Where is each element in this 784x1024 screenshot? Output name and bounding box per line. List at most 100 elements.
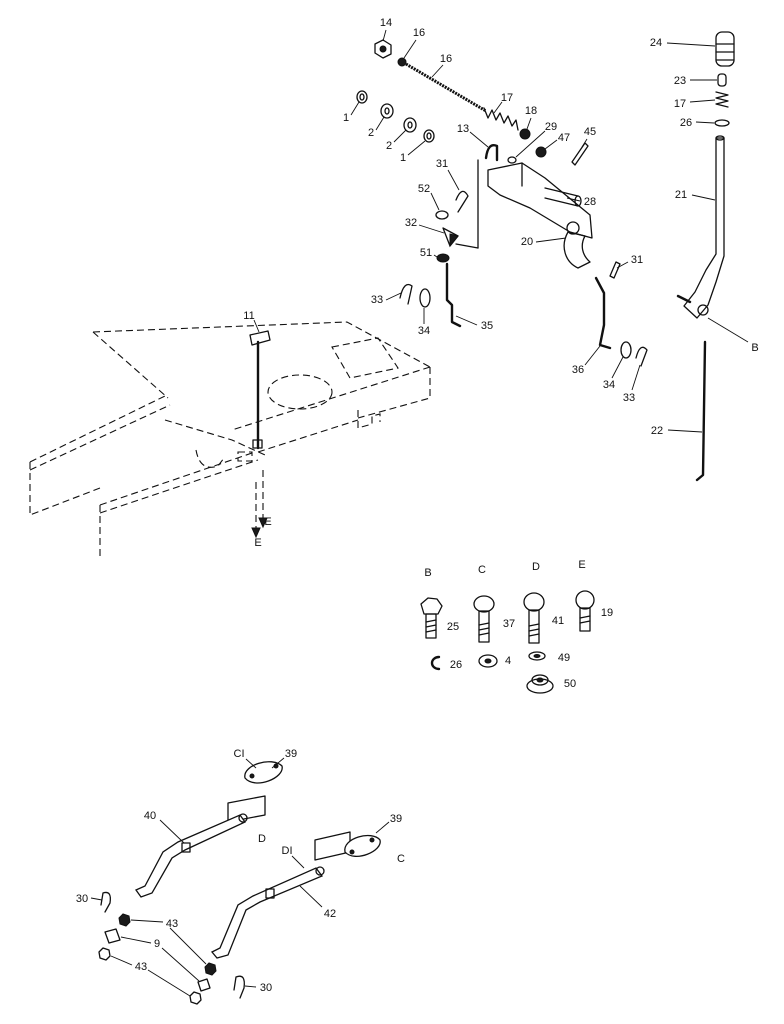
callout-e-1: E	[264, 516, 271, 528]
washer-1a	[356, 90, 368, 104]
lift-arm-42-end	[315, 866, 325, 876]
bolt-25-threads	[425, 619, 437, 633]
leader-1b	[407, 140, 426, 156]
lever-21-stud	[676, 294, 692, 304]
leader-1a	[350, 101, 360, 116]
leader-26-lever	[695, 121, 715, 124]
bolt-37-shank	[478, 610, 490, 643]
washer-2a	[380, 103, 394, 119]
nut-51	[436, 253, 450, 263]
shift-lever-callouts: 24 23 17 26 21 B 22	[650, 37, 759, 437]
frame-rear-rail	[257, 419, 359, 453]
callout-35: 35	[481, 320, 493, 332]
washer-26	[430, 655, 441, 671]
callout-32: 32	[405, 217, 417, 229]
cotter-pin-45	[571, 142, 589, 166]
leader-29	[515, 130, 546, 158]
washer-1b	[423, 129, 435, 143]
leader-31b	[616, 261, 629, 269]
callout-23: 23	[674, 75, 686, 87]
leader-31a	[447, 169, 460, 191]
frame-upper-rail-face	[29, 462, 101, 516]
nut-50-body	[531, 674, 549, 686]
bolt-41-shank	[528, 609, 540, 644]
washer-34-right	[620, 341, 632, 359]
frame-front-top-edge	[231, 366, 431, 431]
callout-19: 19	[601, 607, 613, 619]
spring-17	[483, 107, 519, 131]
leader-42	[299, 885, 323, 908]
washer-1b-hole	[426, 132, 432, 140]
e-arrows	[251, 470, 268, 539]
cone-32-shade	[449, 233, 459, 248]
leader-di	[291, 855, 305, 869]
callout-di: DI	[282, 845, 293, 857]
leader-39a	[271, 757, 285, 769]
tractor-frame	[29, 321, 431, 560]
rod-22	[695, 340, 707, 482]
leader-lines	[90, 29, 749, 997]
callout-41: 41	[552, 615, 564, 627]
bolt-37-head	[473, 595, 495, 613]
leader-16b	[431, 64, 444, 78]
spring-17-lever	[715, 91, 729, 108]
callout-d: D	[258, 833, 266, 845]
frame-slot	[237, 451, 253, 462]
callout-b: B	[751, 342, 758, 354]
rod-11-end	[252, 439, 263, 449]
callout-30a: 30	[76, 893, 88, 905]
leader-43b-left	[110, 955, 133, 966]
leader-17-lever	[689, 99, 716, 103]
cotter-pin-31-left	[455, 190, 469, 213]
callout-14: 14	[380, 17, 392, 29]
leader-ci	[245, 758, 257, 769]
callout-1a: 1	[343, 112, 349, 124]
leader-35	[455, 315, 478, 326]
washer-52	[435, 210, 449, 220]
frame-right-face	[357, 367, 431, 419]
plate-39-upper-hole-1	[249, 773, 255, 779]
washer-26-lever	[714, 119, 730, 127]
bracket-pivot	[566, 221, 580, 235]
leader-51	[433, 254, 438, 258]
callout-ci: CI	[234, 748, 245, 760]
callout-29: 29	[545, 121, 557, 133]
shaft-28-end	[574, 195, 582, 207]
nut-43-left-lower	[98, 947, 111, 961]
callout-39b: 39	[390, 813, 402, 825]
callout-34b: 34	[603, 379, 615, 391]
washer-49	[528, 651, 546, 661]
clip-33-right	[635, 346, 648, 367]
frame-rect-opening	[331, 337, 399, 379]
callout-28: 28	[584, 196, 596, 208]
nut-43-right-upper	[204, 962, 217, 976]
bolt-25-head	[420, 597, 443, 615]
pin-9-right	[197, 978, 211, 992]
callout-51: 51	[420, 247, 432, 259]
callout-21: 21	[675, 189, 687, 201]
callout-2b: 2	[386, 140, 392, 152]
leader-17	[493, 101, 503, 114]
callout-16a: 16	[413, 27, 425, 39]
sleeve-23	[717, 73, 727, 87]
hardware-key-callouts: B C D E 25 37 41 19 26 4 49 50	[424, 559, 613, 690]
frame-bracket	[357, 410, 381, 429]
bolt-41-threads	[528, 623, 540, 637]
callout-50: 50	[564, 678, 576, 690]
leader-16a	[403, 39, 417, 59]
callout-11: 11	[243, 310, 254, 322]
nut-50-hole	[536, 677, 544, 683]
callout-39a: 39	[285, 748, 297, 760]
leader-45	[581, 138, 588, 148]
leader-47	[544, 139, 558, 150]
leader-14	[382, 29, 387, 42]
nut-47	[535, 146, 547, 158]
callout-31b: 31	[631, 254, 643, 266]
washer-1a-hole	[359, 93, 365, 101]
washer-2b-hole	[407, 121, 413, 129]
bolt-37-threads	[478, 622, 490, 636]
shift-lever	[676, 31, 735, 482]
nut-16	[397, 57, 407, 67]
callout-26: 26	[450, 659, 462, 671]
